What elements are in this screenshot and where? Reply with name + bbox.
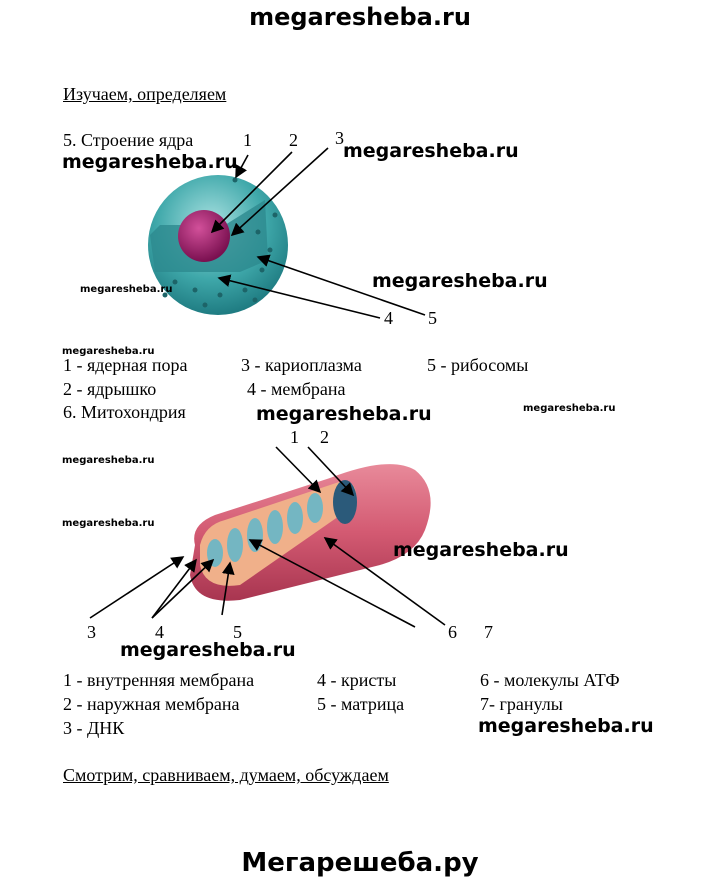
watermark: megaresheba.ru (120, 639, 296, 661)
watermark: megaresheba.ru (478, 715, 654, 737)
watermark: megaresheba.ru (80, 284, 173, 295)
nucleus-title: 5. Строение ядра (63, 130, 194, 150)
next-section-title: Смотрим, сравниваем, думаем, обсуждаем (63, 765, 389, 785)
watermark: megaresheba.ru (343, 140, 519, 162)
watermark: megaresheba.ru (393, 539, 569, 561)
watermark: megaresheba.ru (62, 518, 155, 529)
mito-marker-1: 1 (290, 427, 299, 447)
watermark: megaresheba.ru (62, 455, 155, 466)
mito-marker-7: 7 (484, 622, 493, 642)
mitochondrion-title: 6. Митохондрия (63, 402, 186, 422)
mito-marker-6: 6 (448, 622, 457, 642)
mito-legend-item: 7- гранулы (480, 694, 563, 714)
mito-legend-item: 1 - внутренняя мембрана (63, 670, 255, 690)
nucleus-marker-1: 1 (243, 130, 252, 150)
watermark: megaresheba.ru (372, 270, 548, 292)
section-title: Изучаем, определяем (63, 84, 227, 104)
nucleus-legend-item: 3 - кариоплазма (241, 355, 362, 375)
mito-legend-item: 6 - молекулы АТФ (480, 670, 620, 690)
watermark: megaresheba.ru (62, 151, 238, 173)
nucleus-legend-item: 2 - ядрышко (63, 379, 157, 399)
mito-legend-item: 5 - матрица (317, 694, 405, 714)
nucleus-marker-4: 4 (384, 308, 393, 328)
nucleus-legend-item: 4 - мембрана (247, 379, 346, 399)
nucleus-marker-5: 5 (428, 308, 437, 328)
nucleus-legend-item: 5 - рибосомы (427, 355, 529, 375)
nucleus-arrows (210, 147, 426, 319)
nucleus-illustration (148, 175, 288, 315)
nucleus-marker-3: 3 (335, 128, 344, 148)
mito-marker-4: 4 (155, 622, 164, 642)
mito-marker-5: 5 (233, 622, 242, 642)
mito-marker-2: 2 (320, 427, 329, 447)
watermark: megaresheba.ru (523, 403, 616, 414)
mitochondrion-arrows (89, 446, 446, 628)
mito-legend-item: 2 - наружная мембрана (63, 694, 240, 714)
nucleus-legend-item: 1 - ядерная пора (63, 355, 188, 375)
mito-legend-item: 4 - кристы (317, 670, 397, 690)
mitochondrion-illustration (190, 464, 431, 601)
mito-marker-3: 3 (87, 622, 96, 642)
watermark: megaresheba.ru (256, 403, 432, 425)
mito-legend-item: 3 - ДНК (63, 718, 125, 738)
header-site-name: megaresheba.ru (249, 3, 471, 31)
watermark: megaresheba.ru (62, 346, 155, 357)
nucleus-marker-2: 2 (289, 130, 298, 150)
footer-site-name: Мегарешеба.ру (241, 848, 479, 878)
